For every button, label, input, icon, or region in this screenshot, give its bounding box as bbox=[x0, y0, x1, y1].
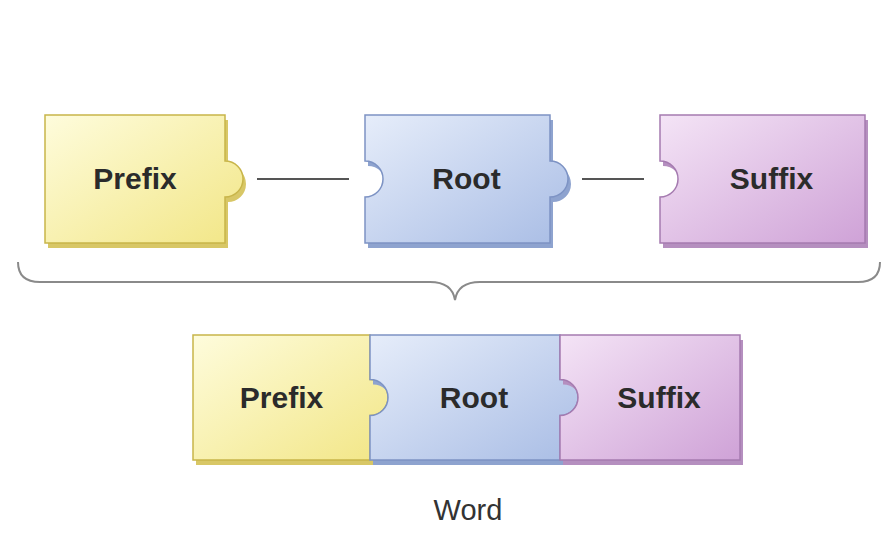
morpheme-label: Suffix bbox=[730, 162, 813, 196]
puzzle-piece: Suffix bbox=[560, 335, 740, 460]
piece-body bbox=[365, 115, 568, 243]
joining-line bbox=[582, 178, 644, 180]
puzzle-piece: Root bbox=[370, 335, 560, 460]
morpheme-label: Root bbox=[440, 381, 508, 415]
brace-line bbox=[18, 262, 880, 300]
piece-body bbox=[370, 335, 578, 460]
joining-line bbox=[257, 178, 349, 180]
morpheme-label: Root bbox=[432, 162, 500, 196]
piece-body bbox=[560, 335, 740, 460]
puzzle-piece: Root bbox=[365, 115, 550, 243]
piece-body bbox=[660, 115, 865, 243]
puzzle-piece: Prefix bbox=[193, 335, 370, 460]
puzzle-piece: Prefix bbox=[45, 115, 225, 243]
puzzle-piece: Suffix bbox=[660, 115, 865, 243]
piece-body bbox=[45, 115, 243, 243]
piece-body bbox=[193, 335, 388, 460]
word-caption: Word bbox=[434, 494, 503, 527]
morpheme-label: Suffix bbox=[617, 381, 700, 415]
morpheme-label: Prefix bbox=[93, 162, 176, 196]
morpheme-label: Prefix bbox=[240, 381, 323, 415]
